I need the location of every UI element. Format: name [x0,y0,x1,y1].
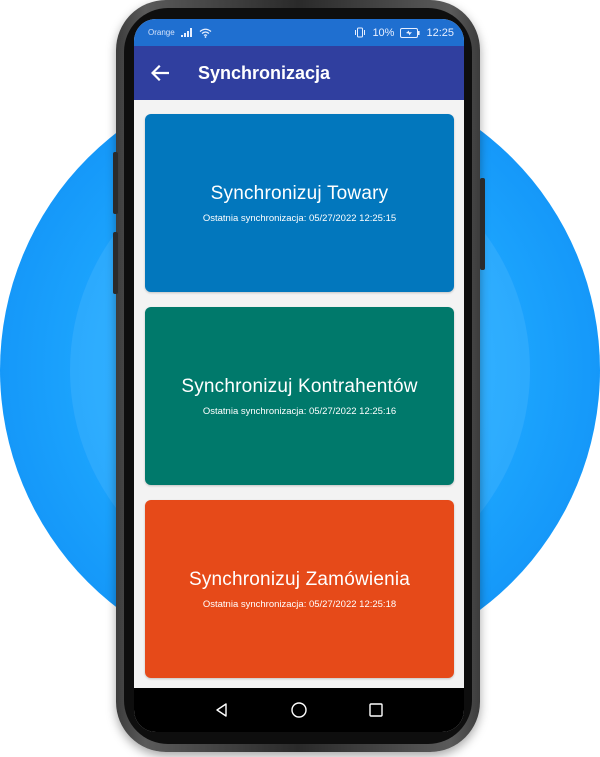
wifi-icon [199,28,212,38]
back-button[interactable] [148,61,172,85]
nav-back-button[interactable] [207,695,237,725]
carrier-name: Orange [148,28,175,37]
clock: 12:25 [426,26,454,39]
sync-contractors-title: Synchronizuj Kontrahentów [181,375,418,397]
status-left: Orange [148,28,212,38]
sync-products-title: Synchronizuj Towary [210,182,389,204]
circle-home-icon [291,702,307,718]
sync-orders-title: Synchronizuj Zamówienia [188,568,411,590]
sync-orders-card[interactable]: Synchronizuj Zamówienia Ostatnia synchro… [145,500,454,678]
sync-orders-last-sync: Ostatnia synchronizacja: 05/27/2022 12:2… [202,598,397,610]
triangle-back-icon [216,703,228,717]
square-recents-icon [368,703,383,717]
app-bar: Synchronizacja [134,46,464,100]
nav-recents-button[interactable] [361,695,391,725]
sync-card-list: Synchronizuj Towary Ostatnia synchroniza… [134,100,464,688]
sync-contractors-card[interactable]: Synchronizuj Kontrahentów Ostatnia synch… [145,307,454,485]
sync-products-card[interactable]: Synchronizuj Towary Ostatnia synchroniza… [145,114,454,292]
status-right: 10% 12:25 [354,27,454,39]
nav-home-button[interactable] [284,695,314,725]
page-title: Synchronizacja [198,62,331,83]
arrow-left-icon [151,65,169,81]
status-bar: Orange [134,19,464,46]
sync-contractors-last-sync: Ostatnia synchronizacja: 05/27/2022 12:2… [202,405,397,417]
phone-volume-up-button [113,152,118,214]
phone-power-button [480,178,485,270]
battery-percent: 10% [372,26,395,39]
signal-icon [180,28,193,37]
phone-volume-down-button [113,232,118,294]
vibrate-icon [354,27,366,38]
system-nav-bar [134,688,464,732]
phone-screen: Orange [134,19,464,732]
sync-products-last-sync: Ostatnia synchronizacja: 05/27/2022 12:2… [202,212,397,224]
battery-icon [400,27,421,38]
